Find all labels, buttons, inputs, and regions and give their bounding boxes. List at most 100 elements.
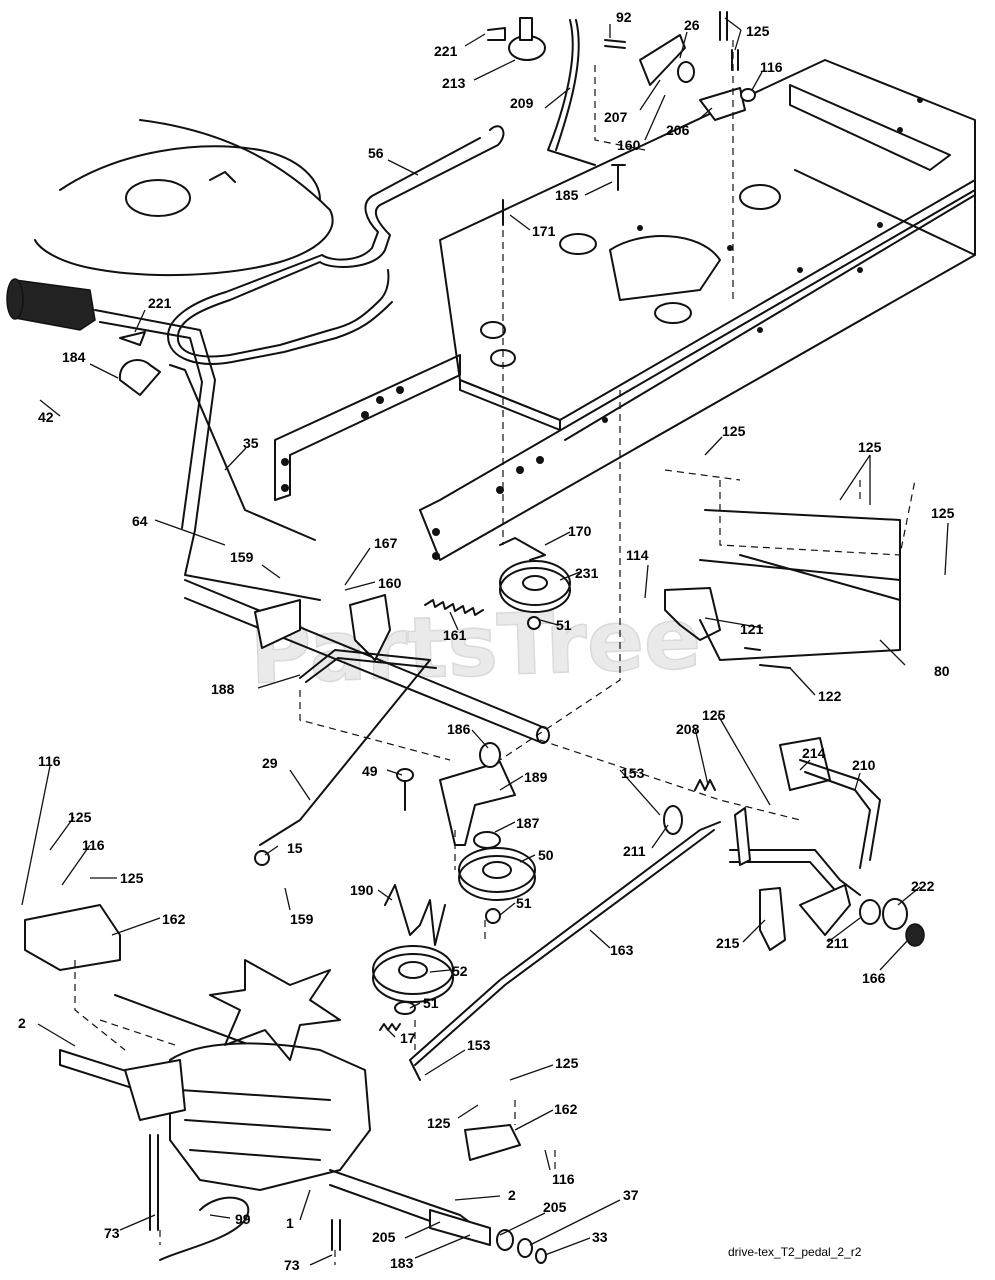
cross-shaft bbox=[184, 579, 550, 744]
callout: 214 bbox=[802, 745, 826, 761]
callout: 99 bbox=[235, 1211, 251, 1227]
main-frame bbox=[274, 59, 976, 561]
callout: 2 bbox=[508, 1187, 516, 1203]
pedal-rod bbox=[409, 821, 721, 1081]
callout: 42 bbox=[38, 409, 54, 425]
hood-panel bbox=[34, 119, 334, 277]
callout: 114 bbox=[626, 547, 649, 563]
callout: 17 bbox=[400, 1030, 416, 1046]
callout: 116 bbox=[552, 1171, 575, 1187]
callout: 171 bbox=[532, 223, 556, 239]
pedal-assembly bbox=[663, 737, 925, 951]
callout: 159 bbox=[230, 549, 254, 565]
callout: 222 bbox=[911, 878, 935, 894]
idler-arm bbox=[396, 742, 536, 924]
callout-labels: 221 92 26 125 213 116 209 207 206 160 56… bbox=[18, 9, 955, 1273]
callout: 206 bbox=[666, 122, 690, 138]
callout: 26 bbox=[684, 17, 700, 33]
leader-lines bbox=[21, 17, 949, 1266]
callout: 153 bbox=[621, 765, 645, 781]
transaxle bbox=[59, 959, 547, 1264]
callout: 167 bbox=[374, 535, 398, 551]
callout: 125 bbox=[702, 707, 726, 723]
callout: 73 bbox=[284, 1257, 300, 1273]
callout: 49 bbox=[362, 763, 378, 779]
callout: 29 bbox=[262, 755, 278, 771]
pedal-rod-inner bbox=[414, 829, 715, 1066]
callout: 64 bbox=[132, 513, 148, 529]
callout: 33 bbox=[592, 1229, 608, 1245]
callout: 163 bbox=[610, 942, 634, 958]
callout: 184 bbox=[62, 349, 86, 365]
footrest-bracket bbox=[699, 479, 916, 661]
callout: 121 bbox=[740, 621, 764, 637]
callout: 1 bbox=[286, 1215, 294, 1231]
callout: 189 bbox=[524, 769, 548, 785]
drive-belt bbox=[167, 125, 505, 365]
bracket-left bbox=[24, 904, 121, 971]
callout: 211 bbox=[623, 843, 646, 859]
callout: 170 bbox=[568, 523, 592, 539]
callout: 125 bbox=[931, 505, 955, 521]
callout: 50 bbox=[538, 847, 554, 863]
callout: 208 bbox=[676, 721, 700, 737]
callout: 205 bbox=[372, 1229, 396, 1245]
callout: 211 bbox=[826, 935, 849, 951]
knob bbox=[118, 359, 161, 396]
shift-handle bbox=[6, 278, 321, 601]
callout: 125 bbox=[68, 809, 92, 825]
callout: 160 bbox=[617, 137, 641, 153]
callout: 125 bbox=[746, 23, 770, 39]
callout: 73 bbox=[104, 1225, 120, 1241]
callout: 116 bbox=[38, 753, 61, 769]
callout: 51 bbox=[516, 895, 532, 911]
clip bbox=[119, 331, 146, 346]
callout: 125 bbox=[120, 870, 144, 886]
callout: 188 bbox=[211, 681, 235, 697]
callout: 215 bbox=[716, 935, 740, 951]
callout: 56 bbox=[368, 145, 384, 161]
callout: 160 bbox=[378, 575, 402, 591]
callout: 231 bbox=[575, 565, 599, 581]
callout: 166 bbox=[862, 970, 886, 986]
callout: 187 bbox=[516, 815, 540, 831]
lower-pulley bbox=[372, 884, 454, 1031]
callout: 162 bbox=[162, 911, 186, 927]
callout: 35 bbox=[243, 435, 259, 451]
callout: 162 bbox=[554, 1101, 578, 1117]
callout: 153 bbox=[467, 1037, 491, 1053]
callout: 116 bbox=[760, 59, 783, 75]
callout: 51 bbox=[423, 995, 439, 1011]
watermark-text: PartsTree bbox=[248, 589, 702, 703]
upper-small-parts bbox=[487, 11, 756, 226]
callout: 92 bbox=[616, 9, 632, 25]
callout: 190 bbox=[350, 882, 374, 898]
callout: 80 bbox=[934, 663, 950, 679]
callout: 186 bbox=[447, 721, 471, 737]
callout: 205 bbox=[543, 1199, 567, 1215]
callout: 161 bbox=[443, 627, 467, 643]
callout: 183 bbox=[390, 1255, 414, 1271]
alignment-lines bbox=[74, 40, 861, 1265]
callout: 221 bbox=[434, 43, 458, 59]
callout: 116 bbox=[82, 837, 105, 853]
callout: 213 bbox=[442, 75, 466, 91]
callout: 125 bbox=[555, 1055, 579, 1071]
callout: 207 bbox=[604, 109, 628, 125]
callout: 122 bbox=[818, 688, 842, 704]
callout: 2 bbox=[18, 1015, 26, 1031]
callout: 125 bbox=[858, 439, 882, 455]
callout: 125 bbox=[722, 423, 746, 439]
idler-pulley-upper bbox=[499, 537, 571, 630]
callout: 52 bbox=[452, 963, 468, 979]
callout: 51 bbox=[556, 617, 572, 633]
callout: 125 bbox=[427, 1115, 451, 1131]
bracket-right bbox=[464, 1124, 521, 1161]
callout: 37 bbox=[623, 1187, 639, 1203]
callout: 221 bbox=[148, 295, 172, 311]
callout: 159 bbox=[290, 911, 314, 927]
callout: 210 bbox=[852, 757, 876, 773]
bracket bbox=[664, 587, 721, 641]
spring bbox=[424, 599, 484, 616]
bolt bbox=[744, 647, 791, 669]
